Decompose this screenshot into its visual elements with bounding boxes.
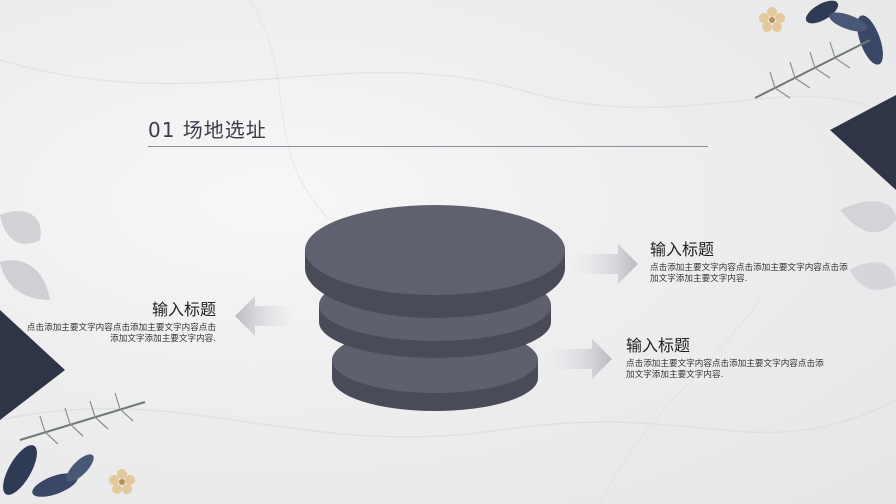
block-heading: 输入标题 xyxy=(151,300,216,319)
navy-diamond-left xyxy=(0,310,65,420)
page-title: 01 场地选址 xyxy=(148,118,267,142)
block-heading: 输入标题 xyxy=(650,240,715,259)
block-body: 点击添加主要文字内容点击添加主要文字内容点击添加文字添加主要文字内容. xyxy=(626,359,824,380)
leaf-cluster-left xyxy=(0,211,50,300)
leaf-cluster-bottom-left xyxy=(3,392,146,497)
block-body: 点击添加主要文字内容点击添加主要文字内容点击添加文字添加主要文字内容. xyxy=(26,323,216,344)
leaf-cluster-top-right xyxy=(754,0,883,99)
text-block-left: 输入标题 点击添加主要文字内容点击添加主要文字内容点击添加文字添加主要文字内容. xyxy=(20,296,216,345)
disc-top xyxy=(305,205,565,318)
flower-icon xyxy=(109,469,135,494)
arrow-right-top xyxy=(568,244,638,284)
block-heading: 输入标题 xyxy=(626,336,691,355)
arrow-left xyxy=(235,296,300,336)
navy-diamond-right xyxy=(830,95,896,190)
block-body: 点击添加主要文字内容点击添加主要文字内容点击添加文字添加主要文字内容. xyxy=(650,263,848,284)
title-underline xyxy=(148,146,708,147)
arrow-right-bottom xyxy=(542,339,612,379)
flower-icon xyxy=(759,7,785,32)
text-block-top-right: 输入标题 点击添加主要文字内容点击添加主要文字内容点击添加文字添加主要文字内容. xyxy=(650,236,850,285)
text-block-bottom-right: 输入标题 点击添加主要文字内容点击添加主要文字内容点击添加文字添加主要文字内容. xyxy=(626,332,826,381)
